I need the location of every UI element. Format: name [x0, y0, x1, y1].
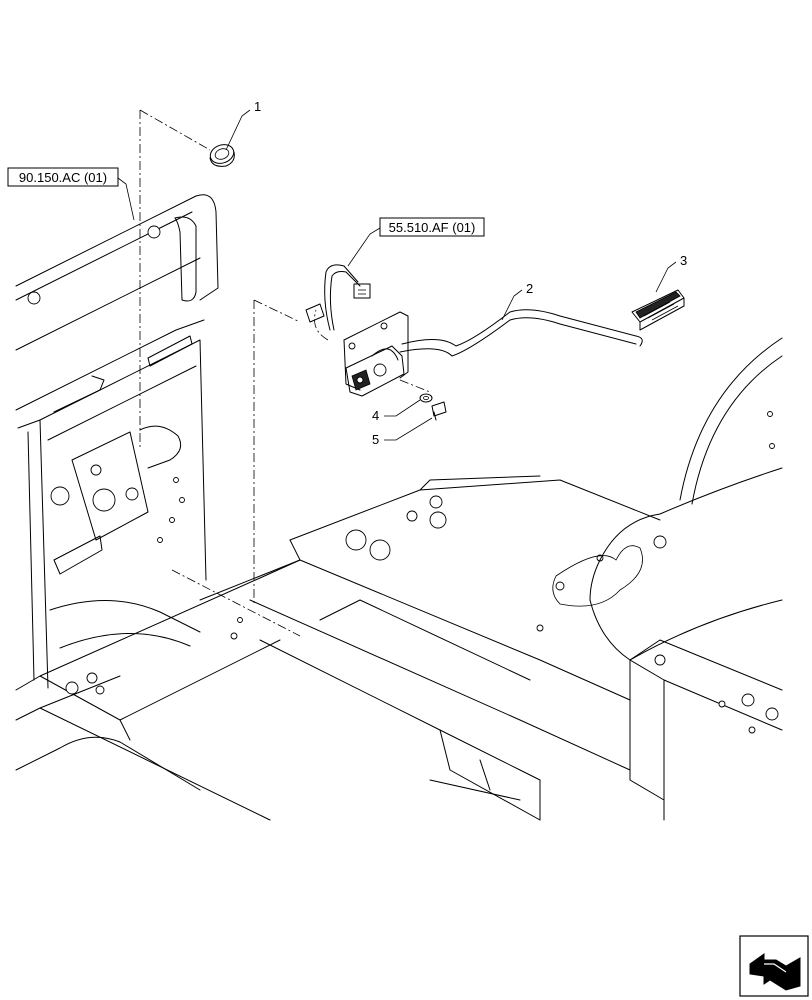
view-direction-arrow-icon	[739, 935, 809, 997]
part-2-pedal-assembly	[305, 264, 643, 397]
ref-label-55510: 55.510.AF (01)	[389, 220, 476, 235]
callout-3: 3	[655, 253, 687, 293]
ref-label-90150: 90.150.AC (01)	[19, 170, 107, 185]
callout-4: 4	[372, 399, 421, 423]
callout-5: 5	[372, 417, 433, 447]
ref-box-55510[interactable]: 55.510.AF (01)	[347, 217, 485, 267]
svg-text:1: 1	[254, 99, 261, 114]
svg-text:3: 3	[680, 253, 687, 268]
callout-1: 1	[225, 99, 261, 151]
ref-box-90150[interactable]: 90.150.AC (01)	[7, 167, 135, 221]
cab-frame	[15, 194, 661, 821]
part-1-grommet	[209, 144, 235, 167]
part-3-pedal-pad	[631, 289, 685, 331]
fender	[589, 337, 783, 821]
parts-4-5-hardware	[419, 393, 447, 421]
callout-2: 2	[501, 281, 533, 321]
alignment-lines	[139, 109, 431, 637]
svg-text:4: 4	[372, 408, 379, 423]
svg-text:5: 5	[372, 432, 379, 447]
svg-text:2: 2	[526, 281, 533, 296]
